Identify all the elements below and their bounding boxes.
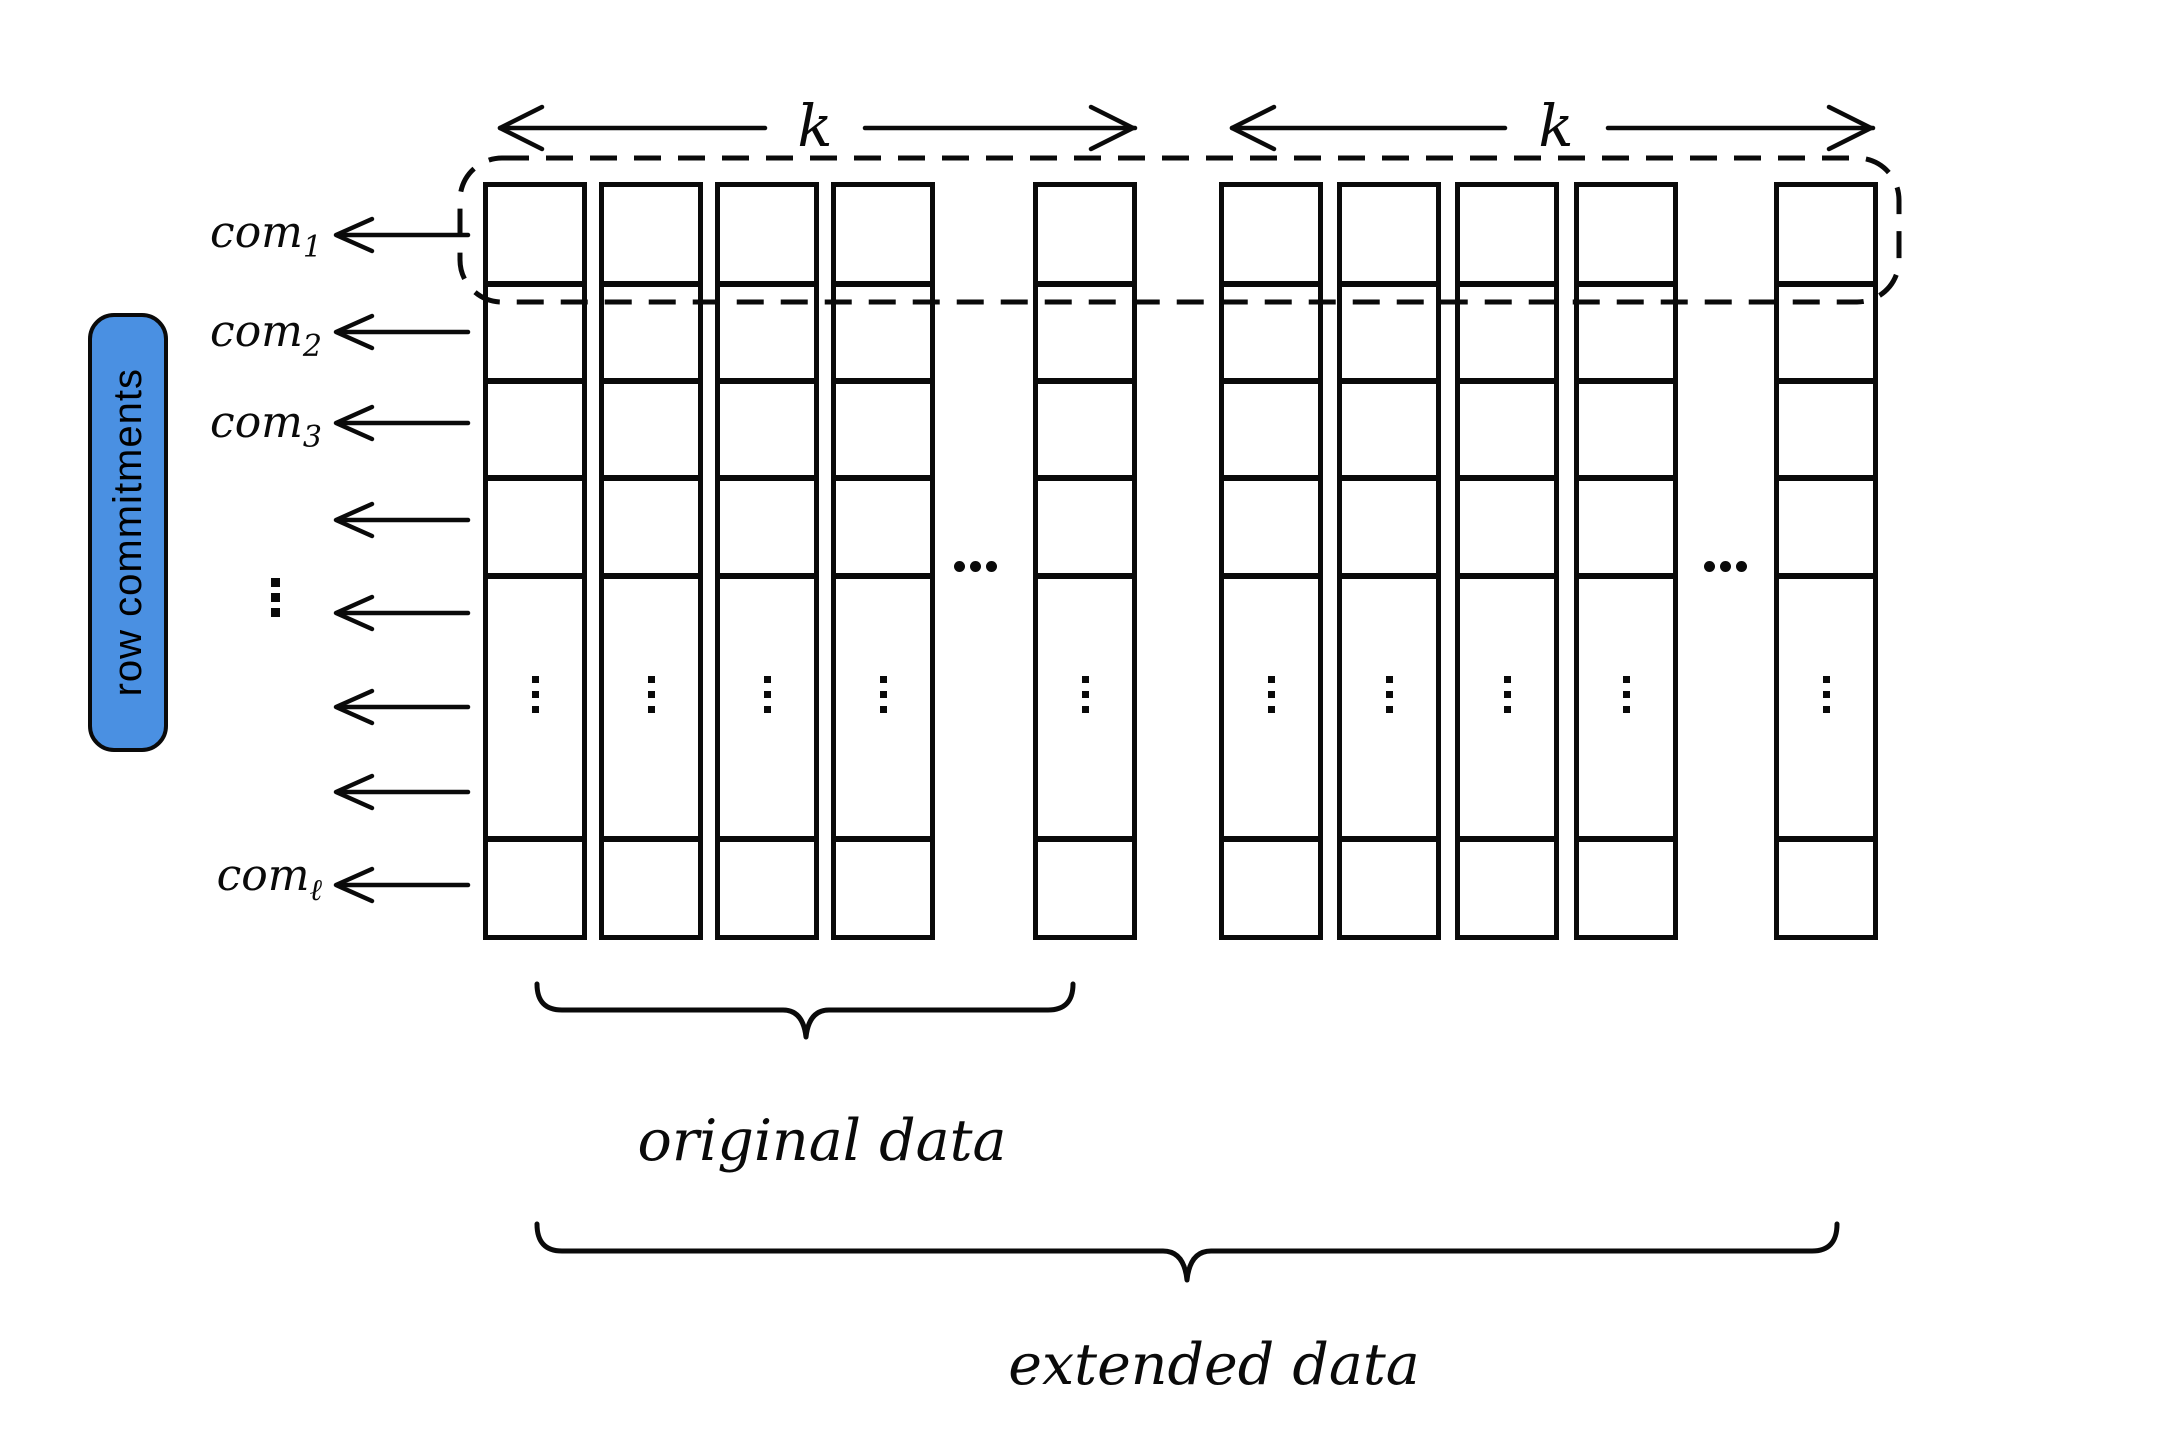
column-vertical-ellipsis-icon <box>531 676 539 713</box>
com1-base: com <box>210 207 303 258</box>
grid-cell <box>1579 836 1673 935</box>
column-vertical-ellipsis-icon <box>879 676 887 713</box>
grid-cell <box>836 475 930 573</box>
column-vertical-ellipsis-icon <box>1622 676 1630 713</box>
grid-cell <box>488 378 582 475</box>
columns-horizontal-ellipsis-icon-original <box>954 561 997 572</box>
com1-subscript: 1 <box>302 229 322 265</box>
com2-base: com <box>210 306 303 357</box>
grid-cell <box>604 836 698 935</box>
data-column <box>1033 182 1137 940</box>
grid-cell <box>1038 475 1132 573</box>
row-label-com2: com2 <box>210 300 322 364</box>
data-column <box>1219 182 1323 940</box>
data-column <box>715 182 819 940</box>
grid-cell <box>488 836 582 935</box>
column-vertical-ellipsis-icon <box>763 676 771 713</box>
row-labels-vertical-ellipsis-icon <box>271 578 280 617</box>
grid-cell <box>1779 836 1873 935</box>
grid-cell <box>1342 573 1436 836</box>
grid-cell <box>1779 573 1873 836</box>
data-column <box>1337 182 1441 940</box>
grid-cell <box>1224 573 1318 836</box>
grid-cell <box>488 573 582 836</box>
column-vertical-ellipsis-icon <box>1385 676 1393 713</box>
data-column <box>1574 182 1678 940</box>
k-span-label-extended: k <box>1538 92 1574 160</box>
grid-cell <box>1579 378 1673 475</box>
coml-base: com <box>216 850 310 901</box>
row-label-coml: comℓ <box>217 844 322 908</box>
grid-cell <box>1224 378 1318 475</box>
grid-cell <box>836 836 930 935</box>
grid-cell <box>1460 836 1554 935</box>
grid-cell <box>1779 378 1873 475</box>
grid-cell <box>836 378 930 475</box>
data-column <box>1774 182 1878 940</box>
grid-cell <box>1579 475 1673 573</box>
grid-cell <box>1224 836 1318 935</box>
row-commitments-badge: row commitments <box>88 313 168 752</box>
column-vertical-ellipsis-icon <box>647 676 655 713</box>
row-label-com1: com1 <box>210 201 322 265</box>
grid-cell <box>1342 475 1436 573</box>
com2-subscript: 2 <box>302 328 322 364</box>
grid-cell <box>1460 475 1554 573</box>
grid-cell <box>1779 475 1873 573</box>
data-column <box>1455 182 1559 940</box>
com3-subscript: 3 <box>302 419 322 455</box>
grid-cell <box>604 378 698 475</box>
grid-cell <box>720 836 814 935</box>
grid-cell <box>720 475 814 573</box>
row-label-com3: com3 <box>210 391 322 455</box>
grid-cell <box>488 475 582 573</box>
grid-cell <box>1342 378 1436 475</box>
column-vertical-ellipsis-icon <box>1267 676 1275 713</box>
grid-cell <box>1224 475 1318 573</box>
coml-subscript: ℓ <box>309 872 323 908</box>
extended-data-label: extended data <box>1008 1332 1420 1398</box>
grid-cell <box>1460 378 1554 475</box>
column-vertical-ellipsis-icon <box>1822 676 1830 713</box>
column-vertical-ellipsis-icon <box>1503 676 1511 713</box>
column-vertical-ellipsis-icon <box>1081 676 1089 713</box>
grid-cell <box>1579 573 1673 836</box>
grid-cell <box>720 573 814 836</box>
grid-cell <box>604 475 698 573</box>
original-data-label: original data <box>637 1108 1007 1174</box>
grid-cell <box>604 573 698 836</box>
grid-cell <box>1342 836 1436 935</box>
grid-cell <box>1038 378 1132 475</box>
grid-cell <box>1460 573 1554 836</box>
grid-cell <box>1038 836 1132 935</box>
k-span-label-original: k <box>797 92 833 160</box>
grid-cell <box>836 573 930 836</box>
data-column <box>483 182 587 940</box>
row-commitments-label: row commitments <box>105 368 150 697</box>
grid-cell <box>1038 573 1132 836</box>
columns-horizontal-ellipsis-icon-extended <box>1704 561 1747 572</box>
com3-base: com <box>210 397 303 448</box>
data-column <box>831 182 935 940</box>
grid-cell <box>720 378 814 475</box>
